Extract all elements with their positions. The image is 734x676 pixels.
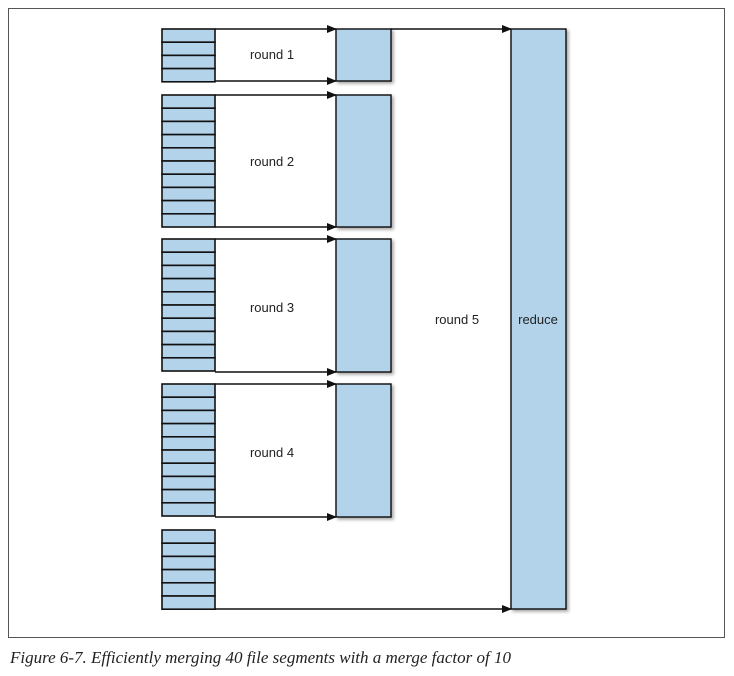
file-segment bbox=[161, 595, 216, 610]
file-segment bbox=[161, 304, 216, 319]
round-5-label: round 5 bbox=[435, 312, 479, 327]
file-segment bbox=[161, 317, 216, 333]
file-segment bbox=[161, 173, 216, 189]
file-segment bbox=[161, 67, 216, 83]
labels-layer: round 1 round 2 round 3 round 4 round 5 … bbox=[250, 47, 558, 460]
file-segment bbox=[161, 41, 216, 57]
file-segment bbox=[161, 581, 216, 597]
merged-layer bbox=[335, 28, 567, 610]
file-segment bbox=[161, 475, 216, 491]
figure-caption: Figure 6-7. Efficiently merging 40 file … bbox=[10, 648, 511, 667]
merged-file-round-4 bbox=[335, 383, 392, 518]
file-segment bbox=[161, 488, 216, 504]
round-2-label: round 2 bbox=[250, 154, 294, 169]
file-segment bbox=[161, 449, 216, 464]
file-segment bbox=[161, 199, 216, 215]
file-segment bbox=[161, 435, 216, 451]
file-segment bbox=[161, 422, 216, 438]
file-segment bbox=[161, 501, 216, 517]
segment-group-5 bbox=[161, 529, 216, 610]
file-segment bbox=[161, 213, 216, 228]
file-segment bbox=[161, 555, 216, 571]
reduce-box bbox=[510, 28, 567, 610]
file-segment bbox=[161, 529, 216, 544]
round-1-label: round 1 bbox=[250, 47, 294, 62]
file-segment bbox=[161, 383, 216, 398]
file-segment bbox=[161, 28, 216, 43]
merged-file-round-3 bbox=[335, 238, 392, 373]
file-segment bbox=[161, 462, 216, 478]
file-segment bbox=[161, 356, 216, 372]
segment-group-3 bbox=[161, 238, 216, 372]
file-segment bbox=[161, 277, 216, 293]
merged-file-round-2 bbox=[335, 94, 392, 228]
file-segment bbox=[161, 264, 216, 280]
file-segment bbox=[161, 330, 216, 346]
file-segment bbox=[161, 238, 216, 253]
reduce-label: reduce bbox=[518, 312, 558, 327]
file-segment bbox=[161, 343, 216, 359]
file-segment bbox=[161, 133, 216, 149]
file-segment bbox=[161, 160, 216, 175]
file-segment bbox=[161, 290, 216, 306]
segment-group-4 bbox=[161, 383, 216, 517]
file-segment bbox=[161, 94, 216, 109]
file-segment bbox=[161, 568, 216, 584]
segment-group-1 bbox=[161, 28, 216, 83]
file-segment bbox=[161, 409, 216, 425]
file-segment bbox=[161, 107, 216, 123]
file-segment bbox=[161, 186, 216, 202]
arrows-layer bbox=[215, 25, 512, 613]
merged-file-round-1 bbox=[335, 28, 392, 82]
segments-layer bbox=[161, 28, 216, 610]
file-segment bbox=[161, 251, 216, 267]
segment-group-2 bbox=[161, 94, 216, 228]
file-segment bbox=[161, 147, 216, 162]
file-segment bbox=[161, 120, 216, 136]
file-segment bbox=[161, 396, 216, 412]
file-segment bbox=[161, 54, 216, 70]
round-3-label: round 3 bbox=[250, 300, 294, 315]
round-4-label: round 4 bbox=[250, 445, 294, 460]
file-segment bbox=[161, 542, 216, 558]
